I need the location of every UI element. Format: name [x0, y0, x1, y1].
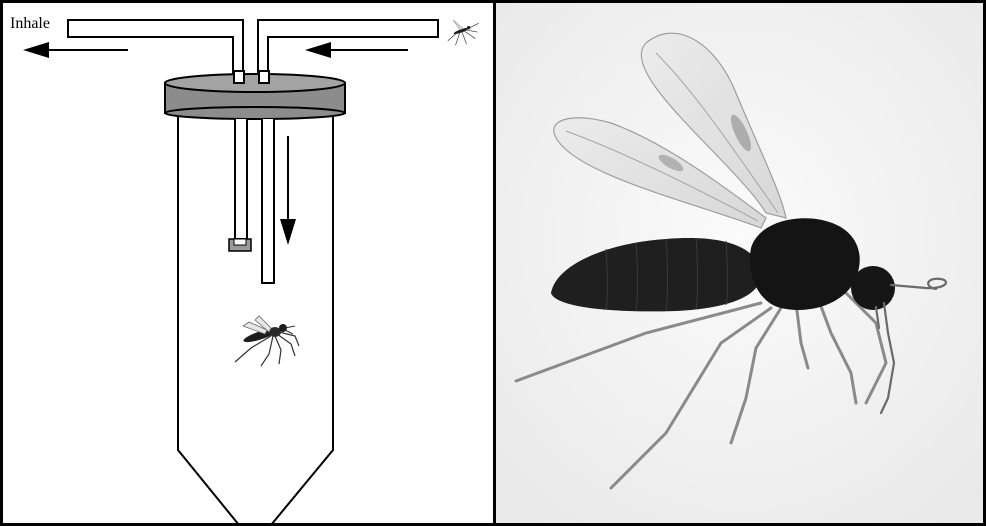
stopper	[165, 71, 345, 119]
inhale-label: Inhale	[10, 15, 50, 32]
midge-head	[851, 266, 895, 310]
mosquito-icon-small	[448, 20, 479, 45]
midge-photo	[496, 3, 983, 523]
midge-photo-panel	[493, 0, 986, 526]
mesh-filter	[229, 239, 251, 251]
intake-arrow	[305, 42, 408, 58]
inner-intake-tube	[262, 119, 274, 283]
intake-tube	[258, 20, 438, 73]
inhale-arrow	[23, 42, 128, 58]
inhale-tube	[68, 20, 243, 73]
aspirator-diagram: Inhale	[3, 3, 493, 523]
aspirator-diagram-panel: Inhale	[0, 0, 496, 526]
inner-inhale-tube	[235, 119, 247, 239]
collection-vial	[178, 111, 333, 523]
